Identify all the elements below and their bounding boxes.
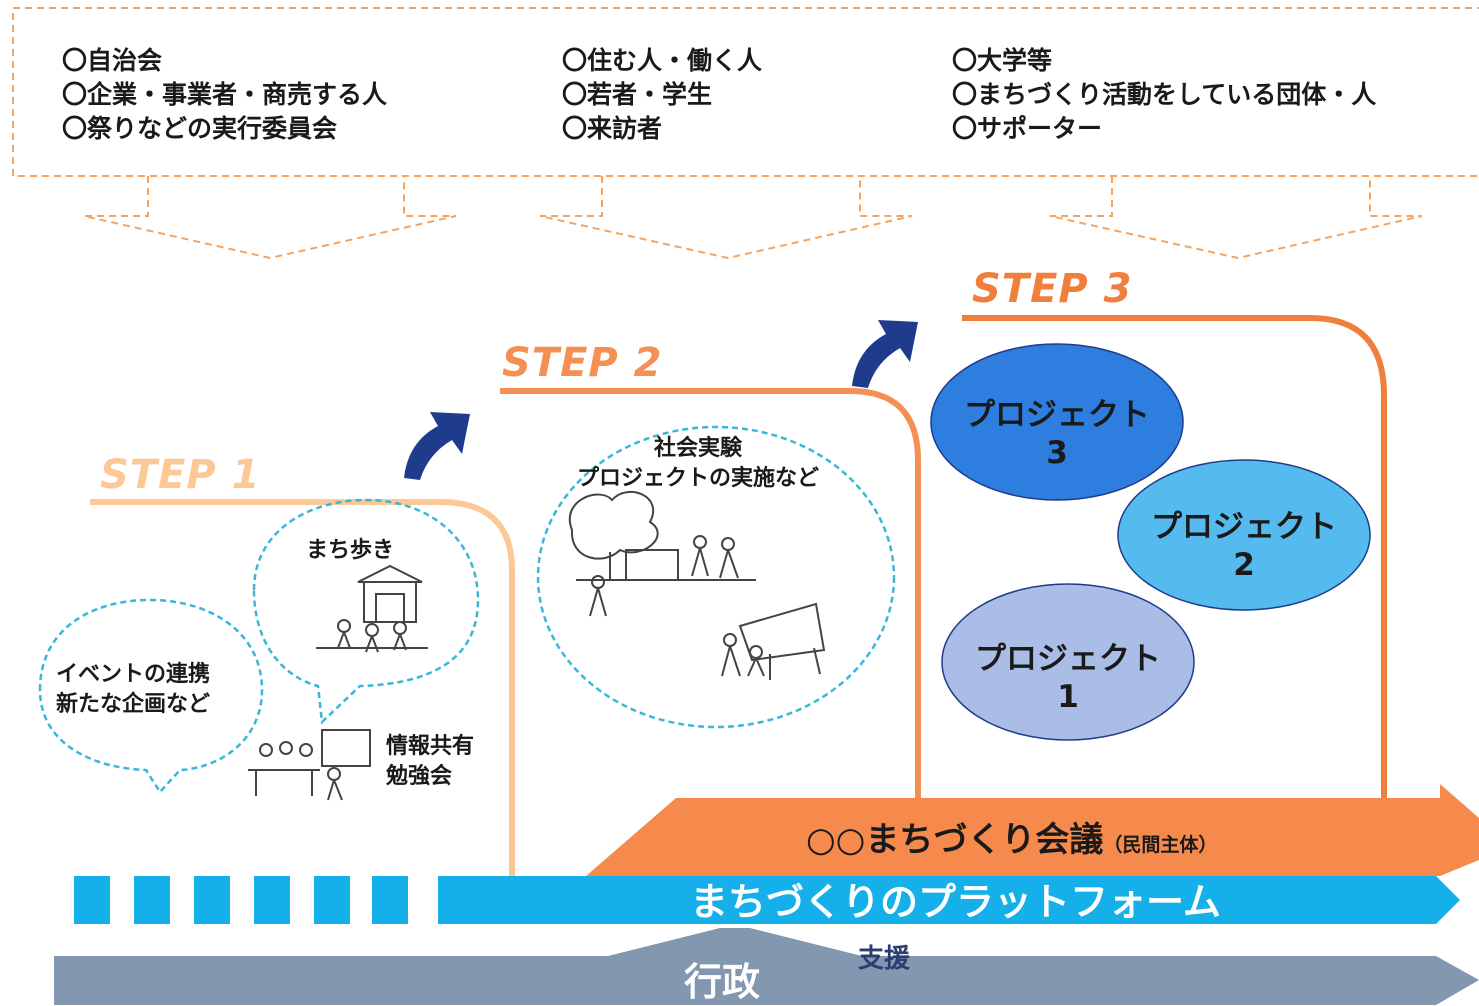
event-label-line: 新たな企画など — [56, 692, 211, 717]
platform-label: まちづくりのプラットフォーム — [690, 880, 1221, 924]
project-name: プロジェクト — [964, 397, 1150, 433]
council-label: ○○まちづくり会議（民間主体） — [806, 812, 1217, 861]
stakeholder-item: 〇住む人・働く人 — [562, 46, 763, 75]
step3-line — [962, 315, 1387, 880]
dashed-down-arrows — [83, 176, 1423, 260]
dashed-arrow-3 — [1049, 176, 1423, 260]
bubble-machiaruki — [252, 498, 480, 725]
info-label-line: 勉強会 — [386, 764, 453, 789]
experiment-illustration — [568, 490, 826, 680]
bubble-experiment — [536, 425, 896, 729]
dashed-arrow-2 — [539, 176, 913, 260]
council-sub-text: （民間主体） — [1103, 834, 1218, 856]
stakeholder-item: 〇大学等 — [952, 46, 1053, 75]
event-label-line: イベントの連携 — [56, 662, 211, 687]
experiment-label-line: プロジェクトの実施など — [576, 466, 819, 491]
project-3-ellipse — [930, 343, 1184, 501]
step1-line — [90, 499, 515, 880]
stakeholder-item: 〇祭りなどの実行委員会 — [62, 114, 338, 143]
project-3-label: プロジェクト 3 — [937, 396, 1177, 472]
stakeholder-item: 〇来訪者 — [562, 114, 663, 143]
government-label: 行政 — [684, 960, 761, 1004]
project-1-ellipse — [941, 583, 1195, 741]
stakeholder-item: 〇サポーター — [952, 114, 1103, 143]
step3-title: STEP 3 — [972, 266, 1133, 312]
stakeholder-column-3: 〇大学等 〇まちづくり活動をしている団体・人 〇サポーター — [952, 44, 1376, 146]
stakeholder-item: 〇企業・事業者・商売する人 — [62, 80, 388, 109]
project-number: 2 — [1233, 547, 1255, 583]
step-up-arrow-2 — [852, 320, 918, 388]
council-arrow — [586, 784, 1479, 876]
stakeholder-item: 〇自治会 — [62, 46, 163, 75]
bubble-event — [38, 598, 264, 795]
step-up-arrow-1 — [404, 412, 470, 480]
project-number: 3 — [1046, 435, 1068, 471]
step1-title: STEP 1 — [100, 452, 261, 498]
project-1-label: プロジェクト 1 — [948, 640, 1188, 716]
support-label: 支援 — [858, 944, 911, 974]
support-arrow — [608, 928, 862, 956]
stakeholder-item: 〇若者・学生 — [562, 80, 713, 109]
project-2-ellipse — [1117, 459, 1371, 611]
platform-arrow — [438, 876, 1460, 924]
dashed-arrow-1 — [83, 176, 457, 260]
council-main-text: ○○まちづくり会議 — [806, 820, 1104, 860]
project-number: 1 — [1057, 679, 1079, 715]
event-label: イベントの連携 新たな企画など — [56, 660, 210, 720]
stakeholder-column-2: 〇住む人・働く人 〇若者・学生 〇来訪者 — [562, 44, 762, 146]
stakeholder-column-1: 〇自治会 〇企業・事業者・商売する人 〇祭りなどの実行委員会 — [62, 44, 387, 146]
project-name: プロジェクト — [975, 641, 1161, 677]
stakeholder-box — [12, 7, 1479, 177]
info-label-line: 情報共有 — [386, 734, 475, 759]
step2-title: STEP 2 — [502, 340, 663, 386]
project-name: プロジェクト — [1151, 509, 1337, 545]
machiaruki-illustration — [316, 564, 428, 653]
experiment-label: 社会実験 プロジェクトの実施など — [548, 434, 848, 494]
platform-dashes — [74, 876, 408, 924]
machiaruki-label: まち歩き — [306, 538, 395, 563]
meeting-illustration — [248, 729, 371, 801]
stakeholder-item: 〇まちづくり活動をしている団体・人 — [952, 80, 1377, 109]
experiment-label-line: 社会実験 — [653, 436, 742, 461]
project-2-label: プロジェクト 2 — [1124, 508, 1364, 584]
government-arrow — [54, 956, 1479, 1005]
info-label: 情報共有 勉強会 — [386, 732, 474, 792]
step2-line — [500, 388, 921, 880]
